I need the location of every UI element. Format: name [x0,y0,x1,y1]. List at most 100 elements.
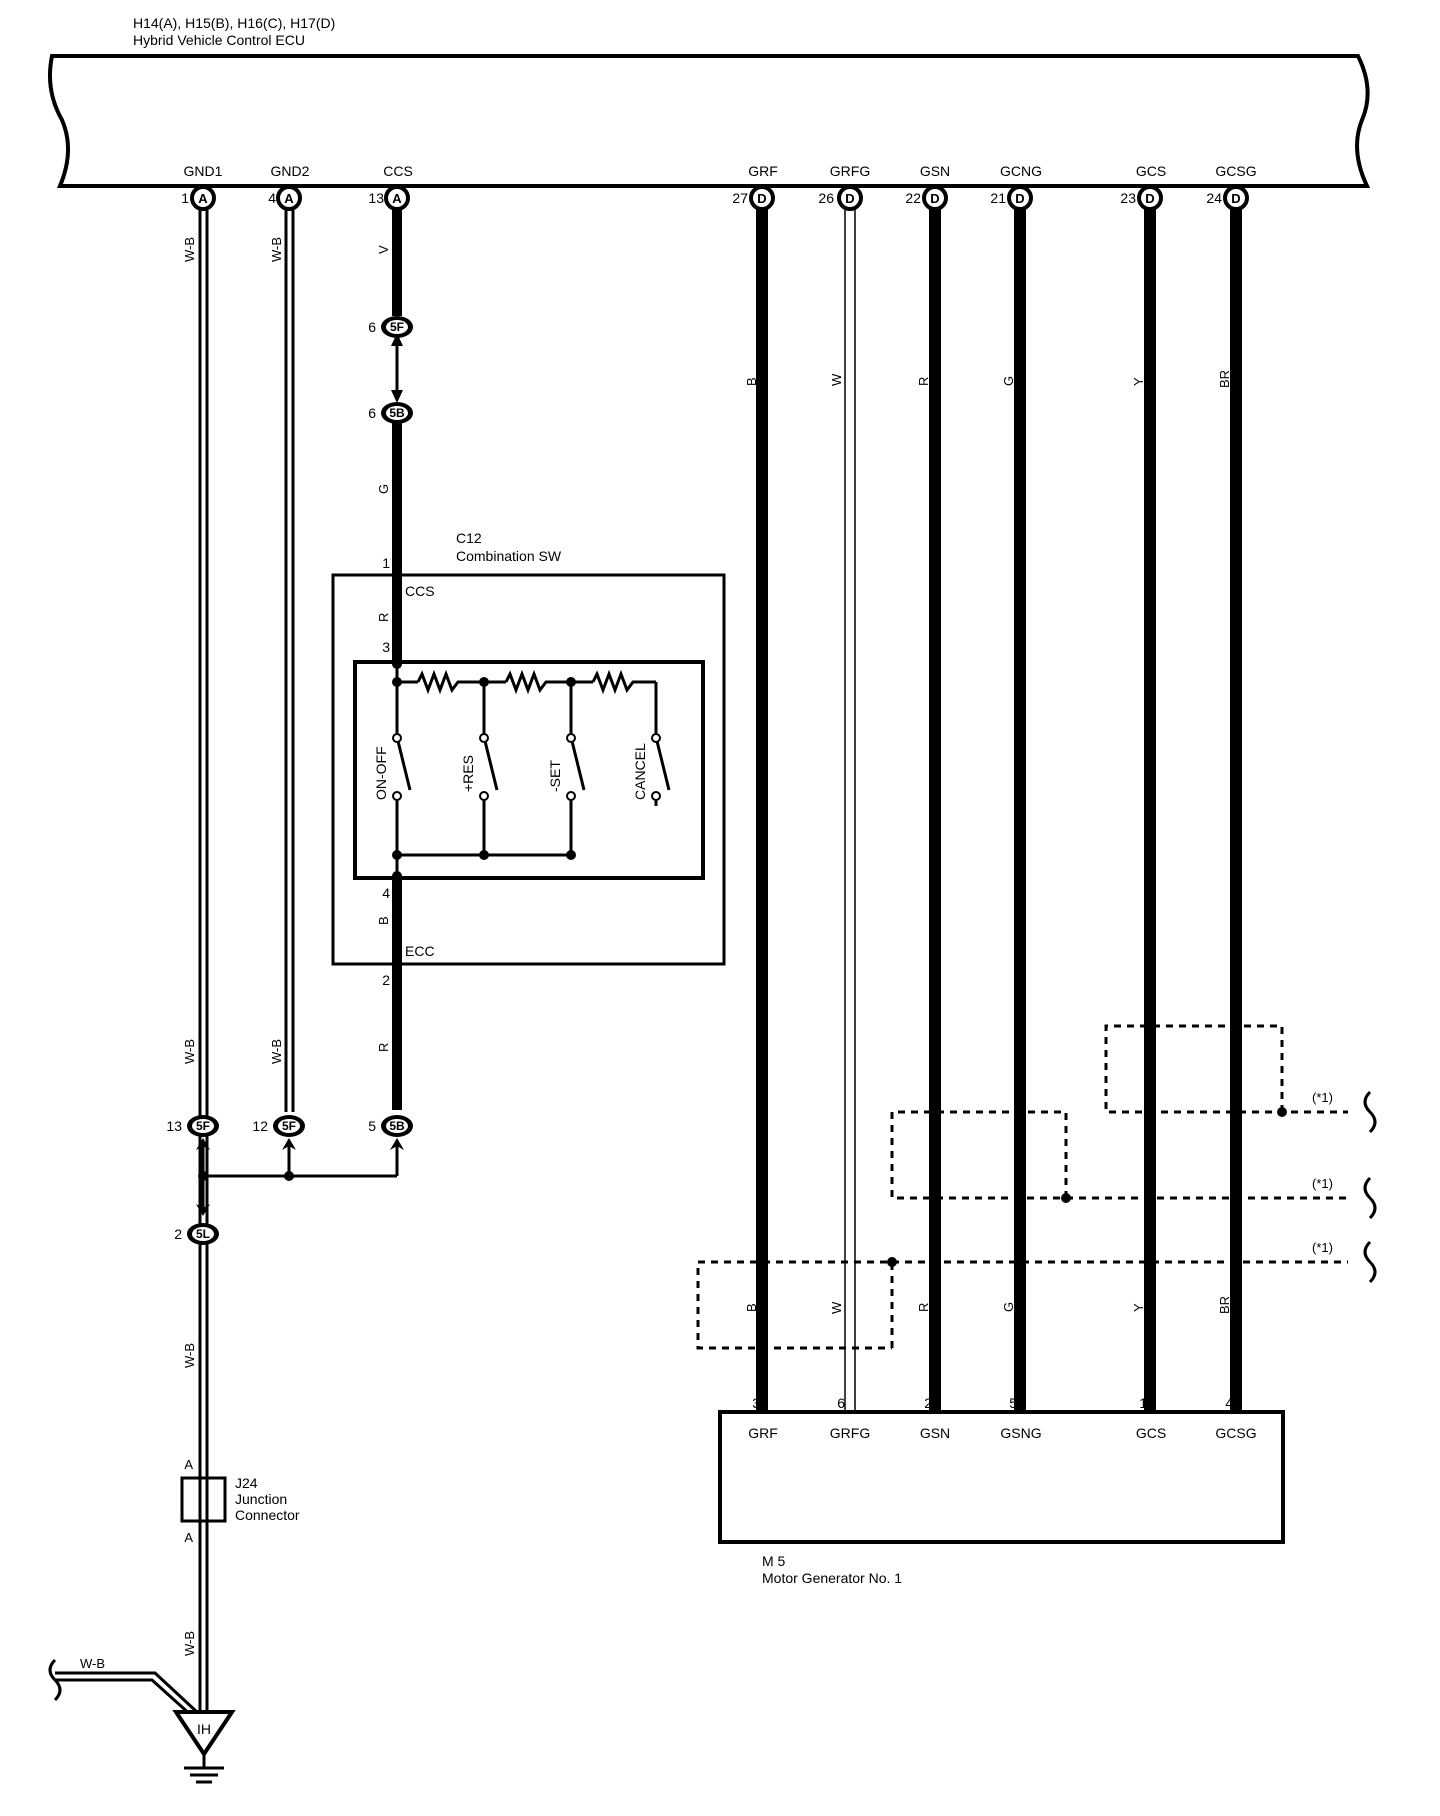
wire-color-gcs-lower: Y [1131,1303,1146,1312]
ecu-pin-name-grfg: GRFG [830,163,870,179]
mg-pin-num-grf: 3 [752,1395,760,1411]
ground-label: IH [197,1721,211,1737]
wire-color-ccs-g: G [376,484,391,494]
badge-gnd1: A [190,185,216,211]
combination-switch-pin-3: 3 [382,639,390,655]
combination-switch-ccs-label: CCS [405,583,435,599]
badge-gcng: D [1007,185,1033,211]
wires [48,208,1242,1718]
ecu-pin-name-grf: GRF [748,163,778,179]
switch-label-on-off: ON-OFF [373,746,389,800]
wire-color-gnd1-upper: W-B [182,237,197,262]
svg-text:A: A [198,191,208,206]
combination-switch-id: C12 [456,530,482,546]
junction-connectors: 6 5F 6 5B 13 5F 12 5F 5 [166,316,413,1245]
mg-pin-name-grfg: GRFG [830,1425,870,1441]
shield-notes: (*1) (*1) (*1) [1312,1090,1333,1255]
svg-text:D: D [930,191,939,206]
wire-color-gsn-upper: R [916,377,931,386]
ecu-pin-name-gcsg: GCSG [1215,163,1256,179]
wire-gnd1 [198,208,209,1712]
svg-text:5: 5 [368,1118,376,1134]
ecu-pin-num-gnd1: 1 [181,190,189,206]
ecu-pin-name-gcs: GCS [1136,163,1166,179]
switch-label-set: -SET [547,760,563,792]
combination-switch-pin-4: 4 [382,885,390,901]
motor-generator: 3 6 2 5 1 4 GRF GRFG GSN GSNG GCS GCSG M… [718,1395,1285,1586]
junction-5f-13: 13 5F [166,1115,219,1150]
svg-text:6: 6 [368,405,376,421]
j24-line1: Junction [235,1491,287,1507]
switch-label-cancel: CANCEL [632,743,648,800]
wire-gnd2 [284,208,295,1112]
svg-text:13: 13 [166,1118,182,1134]
svg-text:12: 12 [252,1118,268,1134]
junction-5f-12: 12 5F [252,1115,305,1150]
wire-color-gcng-lower: G [1001,1302,1016,1312]
svg-text:D: D [757,191,766,206]
svg-text:5L: 5L [196,1227,210,1241]
badge-grfg: D [837,185,863,211]
shield-gcs [1104,1024,1348,1114]
ecu-pin-num-gcsg: 24 [1206,190,1222,206]
j24-line2: Connector [235,1507,300,1523]
wire-break-symbol [48,1658,62,1702]
ecu-pin-num-gsn: 22 [905,190,921,206]
j24-top-pin: A [184,1457,193,1472]
combination-switch: C12 Combination SW 1 CCS 3 4 ECC 2 [331,530,726,988]
wire-color-gnd-bottom: W-B [182,1631,197,1656]
svg-text:5F: 5F [196,1119,210,1133]
wire-color-grfg-lower: W [829,1301,844,1314]
badge-grf: D [749,185,775,211]
badge-gcs: D [1137,185,1163,211]
combination-switch-pin-2: 2 [382,972,390,988]
wire-ccs-arrow-down [391,390,403,403]
svg-text:5F: 5F [282,1119,296,1133]
badge-gsn: D [922,185,948,211]
shield-gsn [890,1110,1348,1200]
switch-labels: ON-OFF +RES -SET CANCEL [373,743,648,800]
svg-text:5B: 5B [389,1119,405,1133]
ecu-pin-num-grfg: 26 [818,190,834,206]
shield-grf [696,1260,1348,1350]
combination-switch-name: Combination SW [456,548,562,564]
mg-pin-num-grfg: 6 [837,1395,845,1411]
wire-color-grf-lower: B [744,1303,759,1312]
junction-5l-2: 2 5L [174,1204,219,1245]
wire-color-grfg-upper: W [829,373,844,386]
combination-switch-outer-box [331,573,726,966]
wire-color-ecc-b: B [376,916,391,925]
ecu-connector-badges: A A A D D D D D [190,185,1249,211]
junction-connector-j24: A A J24 Junction Connector [180,1457,300,1545]
junction-dot-gnd2 [284,1171,294,1181]
switch-label-res: +RES [460,755,476,792]
motor-generator-pin-names: GRF GRFG GSN GSNG GCS GCSG [748,1425,1256,1441]
svg-text:6: 6 [368,319,376,335]
combination-switch-pin-1: 1 [382,555,390,571]
ecu-pin-name-ccs: CCS [383,163,413,179]
wire-color-ccs-r: R [376,613,391,622]
wire-ccs-arrow-up [391,333,403,346]
ecu-pin-num-ccs: 13 [368,190,384,206]
ecu-pin-names: GND1 GND2 CCS GRF GRFG GSN GCNG GCS GCSG [184,163,1257,179]
wire-color-gsn-lower: R [916,1303,931,1312]
ecu-pin-name-gsn: GSN [920,163,950,179]
svg-text:D: D [1145,191,1154,206]
badge-gcsg: D [1223,185,1249,211]
badge-ccs: A [384,185,410,211]
switch-junction-dots [392,659,576,881]
shield-note-3: (*1) [1312,1240,1333,1255]
switch-circuit [395,660,671,880]
wire-color-gcng-upper: G [1001,376,1016,386]
motor-generator-box [718,1410,1285,1544]
wire-color-gnd2-upper: W-B [269,237,284,262]
junction-dot-gnd1 [198,1171,208,1181]
wire-color-grf-upper: B [744,377,759,386]
svg-text:D: D [1015,191,1024,206]
wire-ground-side [55,1671,199,1718]
mg-pin-name-gsn: GSN [920,1425,950,1441]
ground-symbol: IH [172,1710,236,1784]
mg-pin-name-grf: GRF [748,1425,778,1441]
ecu-pin-num-gcs: 23 [1120,190,1136,206]
